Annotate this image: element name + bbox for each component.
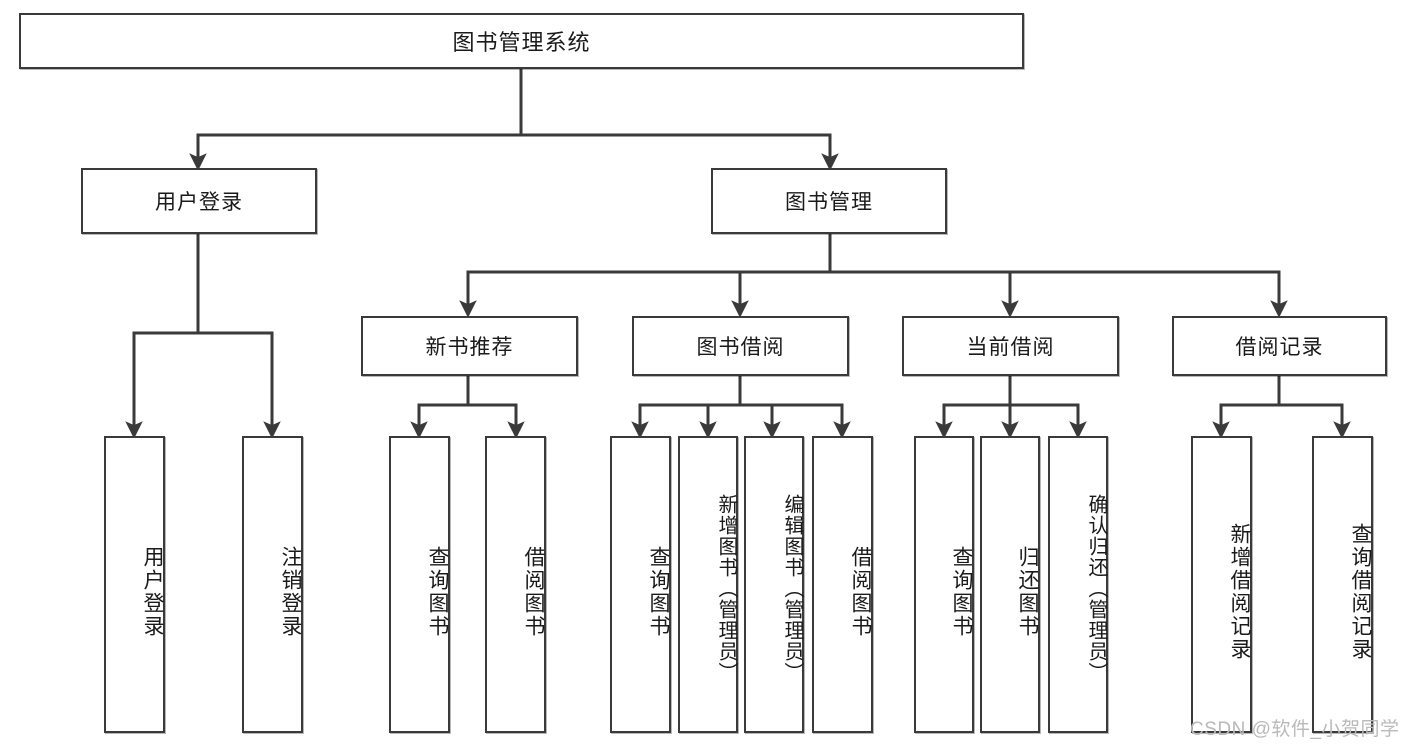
node-label: 编辑图书（管理员） xyxy=(781,494,803,683)
leaf-borrow-book-borrowing[interactable]: 借阅图书 xyxy=(812,436,873,733)
leaf-add-book-admin[interactable]: 新增图书（管理员） xyxy=(678,436,738,733)
node-label: 新书推荐 xyxy=(425,336,514,359)
leaf-logout[interactable]: 注销登录 xyxy=(242,436,303,733)
leaf-add-borrow-record[interactable]: 新增借阅记录 xyxy=(1191,436,1252,733)
node-current-borrowing[interactable]: 当前借阅 xyxy=(902,316,1119,376)
node-label: 查询借阅记录 xyxy=(1349,522,1372,661)
leaf-return-book[interactable]: 归还图书 xyxy=(980,436,1040,733)
leaf-query-book-current[interactable]: 查询图书 xyxy=(914,436,974,733)
node-new-book-recommendation[interactable]: 新书推荐 xyxy=(361,316,578,376)
node-label: 查询图书 xyxy=(950,545,973,638)
node-label: 图书借阅 xyxy=(696,336,785,359)
node-label: 借阅图书 xyxy=(522,545,545,638)
node-label: 注销登录 xyxy=(279,545,302,638)
node-label: 归还图书 xyxy=(1016,545,1039,638)
leaf-query-book-borrowing[interactable]: 查询图书 xyxy=(610,436,671,733)
node-label: 新增图书（管理员） xyxy=(715,494,737,683)
node-book-management[interactable]: 图书管理 xyxy=(711,168,947,234)
leaf-borrow-book-newrec[interactable]: 借阅图书 xyxy=(485,436,546,733)
node-label: 用户登录 xyxy=(141,545,164,638)
node-borrow-record[interactable]: 借阅记录 xyxy=(1172,316,1387,376)
leaf-query-borrow-record[interactable]: 查询借阅记录 xyxy=(1312,436,1373,733)
leaf-user-login[interactable]: 用户登录 xyxy=(104,436,165,733)
node-label: 确认归还（管理员） xyxy=(1085,494,1107,683)
leaf-confirm-return-admin[interactable]: 确认归还（管理员） xyxy=(1048,436,1108,733)
leaf-edit-book-admin[interactable]: 编辑图书（管理员） xyxy=(744,436,804,733)
node-label: 当前借阅 xyxy=(966,336,1055,359)
node-label: 用户登录 xyxy=(155,191,243,214)
node-label: 图书管理系统 xyxy=(452,30,591,55)
node-label: 新增借阅记录 xyxy=(1228,522,1251,661)
node-label: 借阅图书 xyxy=(849,545,872,638)
leaf-query-book-newrec[interactable]: 查询图书 xyxy=(389,436,450,733)
node-book-borrowing[interactable]: 图书借阅 xyxy=(632,316,849,376)
node-root-system[interactable]: 图书管理系统 xyxy=(19,13,1024,69)
node-label: 图书管理 xyxy=(785,191,873,214)
node-label: 查询图书 xyxy=(426,545,449,638)
node-user-login[interactable]: 用户登录 xyxy=(81,168,317,234)
watermark: CSDN @软件_小贺同学 xyxy=(1190,719,1400,740)
node-label: 查询图书 xyxy=(647,545,670,638)
node-label: 借阅记录 xyxy=(1235,336,1324,359)
